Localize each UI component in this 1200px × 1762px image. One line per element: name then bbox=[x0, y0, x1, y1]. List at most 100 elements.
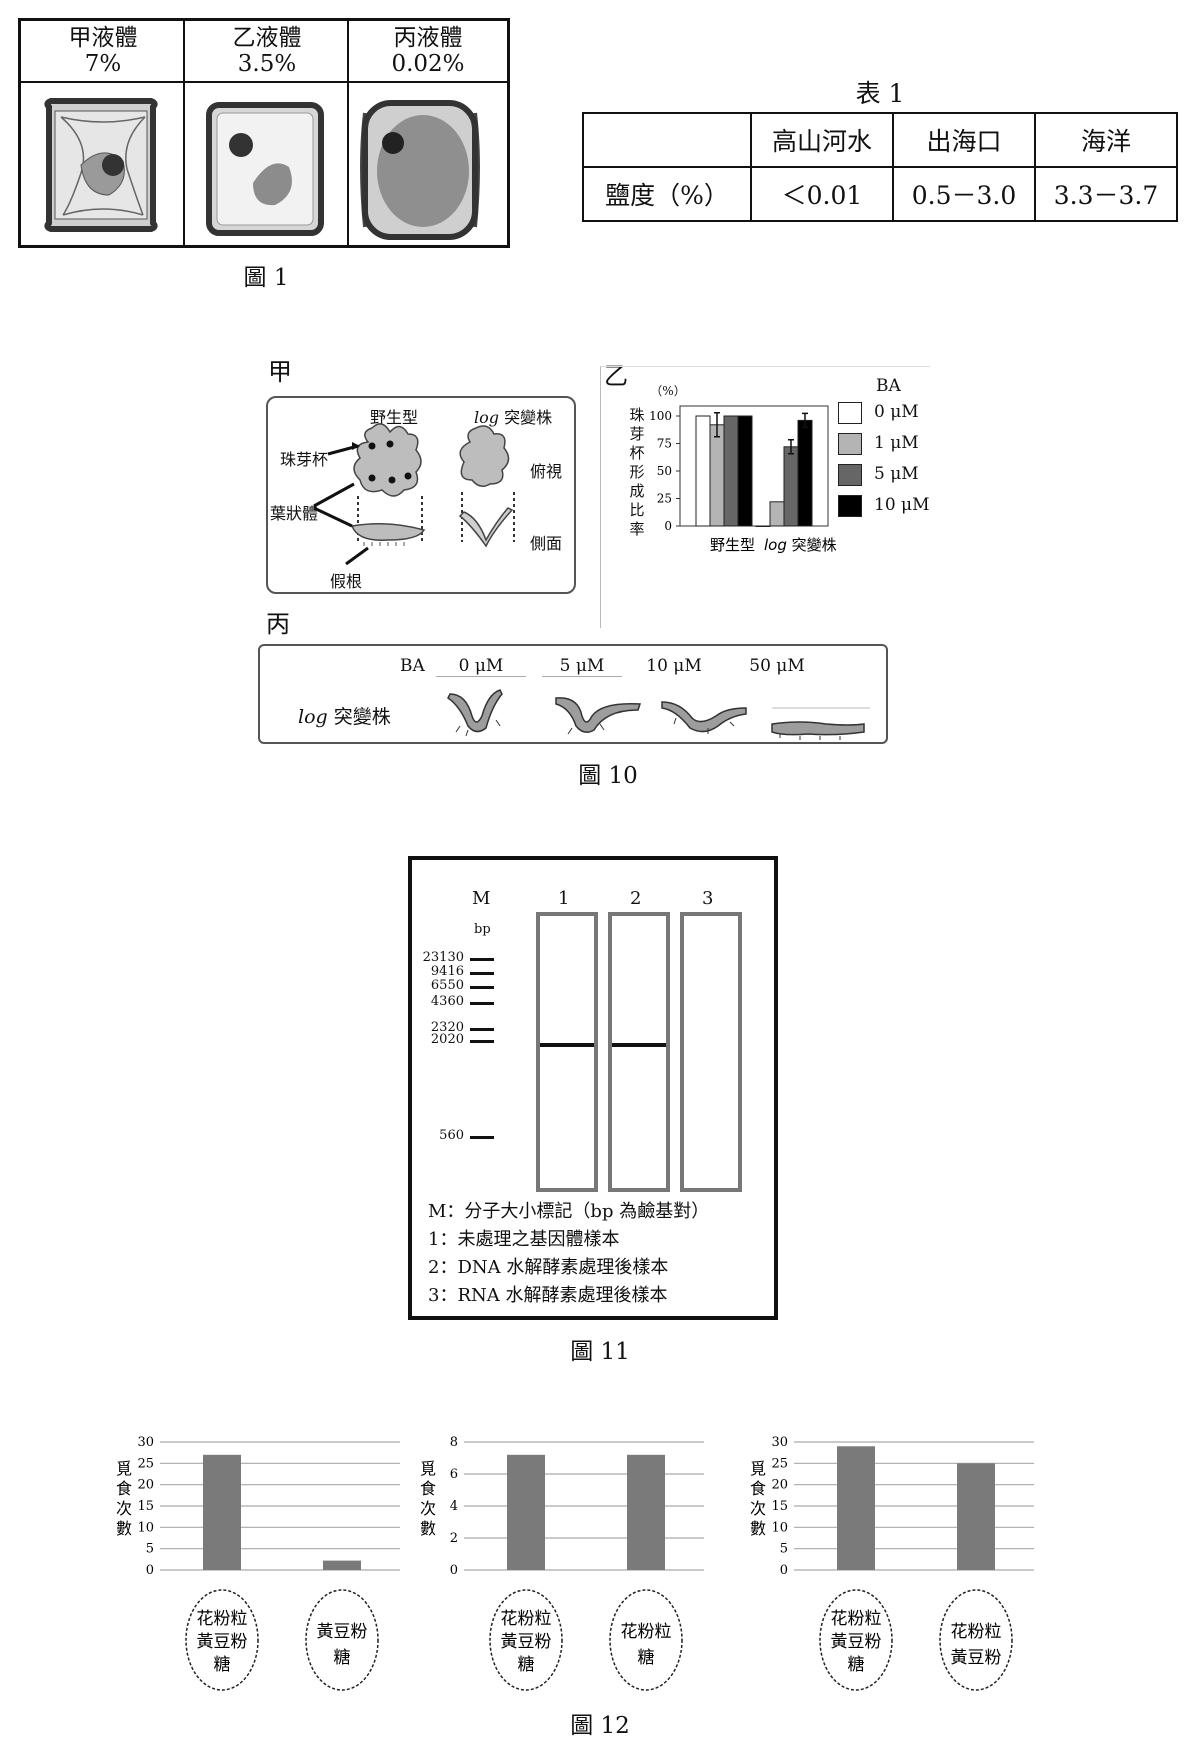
legend-item: 1：未處理之基因體樣本 bbox=[428, 1229, 620, 1250]
error-bar bbox=[714, 412, 720, 438]
legend-label: 5 μM bbox=[874, 464, 919, 484]
x-category-label: log 突變株 bbox=[764, 536, 837, 554]
y-axis-label: 數 bbox=[116, 1519, 132, 1538]
panel-c-mutant-label: log 突變株 bbox=[298, 702, 391, 729]
fig1-frame: 甲液體 7% 乙液體 3.5% 丙液體 0.02% bbox=[18, 18, 510, 248]
y-tick-label: 100 bbox=[649, 409, 672, 423]
y-axis-label: 次 bbox=[750, 1499, 766, 1518]
y-tick-label: 0 bbox=[664, 519, 672, 533]
bar bbox=[627, 1454, 665, 1570]
panel-c-conc-2: 10 μM bbox=[646, 656, 702, 676]
marker-band bbox=[470, 986, 494, 989]
y-axis-label: 次 bbox=[116, 1499, 132, 1518]
category-bubble bbox=[305, 1589, 379, 1691]
turgid-cell-image bbox=[360, 100, 480, 240]
legend-label: 0 μM bbox=[874, 402, 919, 422]
fig1-col-b-header: 乙液體 3.5% bbox=[185, 21, 349, 83]
fig1-divider bbox=[347, 21, 349, 245]
legend-swatch bbox=[838, 433, 862, 455]
error-bar bbox=[802, 412, 808, 429]
x-category-label: 黃豆粉 bbox=[831, 1632, 882, 1652]
fig10-caption: 圖 10 bbox=[578, 763, 638, 789]
y-tick-label: 20 bbox=[137, 1478, 154, 1493]
mutant-label: log 突變株 bbox=[474, 404, 552, 428]
x-category-label: 花粉粒 bbox=[831, 1609, 882, 1629]
table-cell: 鹽度（%） bbox=[582, 166, 752, 222]
dna-band bbox=[612, 1043, 666, 1047]
side-view-label: 側面 bbox=[530, 534, 563, 553]
mutant-italic: log bbox=[474, 408, 499, 427]
marker-size-label: 560 bbox=[439, 1128, 464, 1143]
y-tick-label: 5 bbox=[146, 1542, 154, 1557]
table-row: 鹽度（%） ＜0.01 0.5－3.0 3.3－3.7 bbox=[582, 166, 1178, 222]
panel-a-frame: 野生型 log 突變株 珠芽杯 葉狀體 假根 俯視 側面 bbox=[266, 396, 576, 594]
x-category-label: 黃豆粉 bbox=[501, 1632, 552, 1652]
bar bbox=[783, 446, 799, 527]
category-bubble bbox=[939, 1589, 1013, 1691]
marker-band bbox=[470, 958, 494, 961]
fig1-col-c-header: 丙液體 0.02% bbox=[349, 21, 507, 83]
fig10b-yunit: （%） bbox=[650, 384, 686, 398]
legend-item: 2：DNA 水解酵素處理後樣本 bbox=[428, 1257, 669, 1278]
y-tick-label: 15 bbox=[771, 1499, 788, 1514]
fig10b-ylabel-text: 珠芽杯形成比率 bbox=[629, 406, 645, 538]
category-bubble bbox=[609, 1589, 683, 1691]
y-tick-label: 15 bbox=[137, 1499, 154, 1514]
y-tick-label: 75 bbox=[657, 437, 672, 451]
marker-size-label: 2320 bbox=[430, 1020, 464, 1035]
bp-unit-label: bp bbox=[474, 922, 491, 937]
wild-type-label: 野生型 bbox=[370, 408, 419, 427]
thallus-label: 葉狀體 bbox=[270, 504, 319, 523]
y-axis-label: 數 bbox=[420, 1519, 436, 1538]
fig1-cells bbox=[44, 98, 480, 240]
marker-band bbox=[470, 1002, 494, 1005]
x-category-label: 花粉粒 bbox=[621, 1622, 672, 1642]
legend-swatch bbox=[838, 464, 862, 486]
x-category-label: 花粉粒 bbox=[951, 1622, 1002, 1642]
table1-title: 表 1 bbox=[855, 79, 905, 108]
bar bbox=[797, 419, 813, 527]
gel-lane-1 bbox=[536, 912, 598, 1192]
y-axis-label: 食 bbox=[116, 1479, 132, 1498]
fig11-legend: M：分子大小標記（bp 為鹼基對） 1：未處理之基因體樣本 2：DNA 水解酵素… bbox=[428, 1198, 709, 1310]
marker-size-label: 23130 bbox=[422, 950, 464, 965]
y-tick-label: 25 bbox=[771, 1456, 788, 1471]
table-cell: 海洋 bbox=[1034, 112, 1178, 168]
category-bubble bbox=[185, 1589, 259, 1691]
legend-swatch bbox=[838, 495, 862, 517]
bar bbox=[507, 1454, 545, 1570]
y-axis-label: 覓 bbox=[420, 1459, 436, 1478]
y-axis-label: 數 bbox=[750, 1519, 766, 1538]
fig1-col-c-name: 丙液體 bbox=[393, 25, 463, 51]
error-bar bbox=[788, 439, 794, 455]
y-tick-label: 10 bbox=[771, 1520, 788, 1535]
table-cell: 高山河水 bbox=[750, 112, 894, 168]
marker-size-label: 9416 bbox=[430, 964, 464, 979]
lane-label-3: 3 bbox=[702, 888, 714, 909]
category-bubble bbox=[489, 1589, 563, 1691]
y-tick-label: 0 bbox=[146, 1563, 154, 1578]
lane-label-1: 1 bbox=[558, 888, 570, 909]
bar bbox=[755, 525, 771, 527]
legend-label: 1 μM bbox=[874, 433, 919, 453]
marker-size-label: 6550 bbox=[430, 978, 464, 993]
panel-c-frame: BA 0 μM 5 μM 10 μM 50 μM log 突變株 bbox=[258, 644, 888, 744]
plot-area bbox=[679, 405, 829, 527]
mutant-text: 突變株 bbox=[499, 408, 553, 427]
fig1-col-a-name: 甲液體 bbox=[68, 25, 138, 51]
fig1-col-c-conc: 0.02% bbox=[391, 51, 465, 77]
y-tick-label: 8 bbox=[450, 1435, 458, 1450]
legend-item: 3：RNA 水解酵素處理後樣本 bbox=[428, 1285, 668, 1306]
y-axis-label: 覓 bbox=[750, 1459, 766, 1478]
y-axis-label: 覓 bbox=[116, 1459, 132, 1478]
x-category-label: 糖 bbox=[518, 1655, 535, 1675]
fig11-caption: 圖 11 bbox=[570, 1339, 630, 1365]
table-cell bbox=[582, 112, 752, 168]
top-view-label: 俯視 bbox=[530, 462, 563, 481]
fig1-col-b-conc: 3.5% bbox=[237, 51, 297, 77]
category-bubble bbox=[819, 1589, 893, 1691]
fig12-charts: 覓食次數302520151050花粉粒黃豆粉糖黃豆粉糖覓食次數86420花粉粒黃… bbox=[116, 1435, 1034, 1691]
y-axis-label: 食 bbox=[750, 1479, 766, 1498]
